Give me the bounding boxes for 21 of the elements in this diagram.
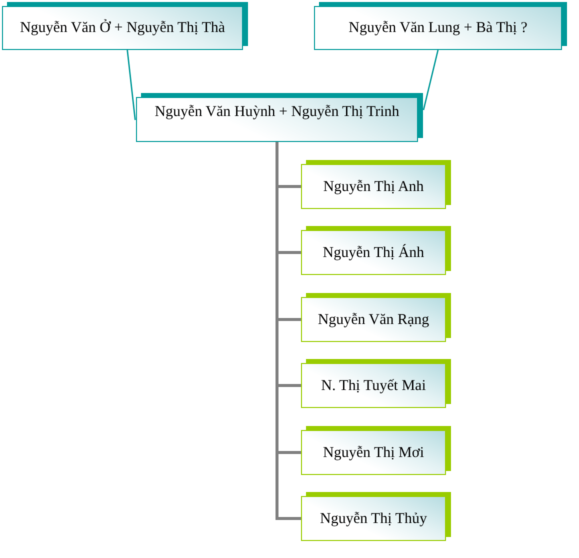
- person-name: Nguyễn Thị Mơi: [323, 444, 424, 462]
- person-card: [314, 2, 567, 50]
- connector-line: [276, 142, 301, 520]
- person-name: N. Thị Tuyết Mai: [321, 376, 426, 394]
- connector-line: [422, 50, 439, 110]
- person-card: [301, 160, 451, 209]
- person-card: [301, 293, 451, 342]
- person-card: [136, 93, 423, 142]
- person-card: [2, 2, 248, 50]
- person-name: Nguyễn Văn Ở + Nguyễn Thị Thà: [20, 19, 226, 37]
- person-card: [301, 226, 451, 275]
- person-name: Nguyễn Thị Thủy: [320, 510, 427, 528]
- person-card: [301, 426, 451, 475]
- person-card: [301, 492, 451, 541]
- person-name: Nguyễn Văn Huỳnh + Nguyễn Thị Trinh: [154, 103, 400, 121]
- connector-line: [126, 50, 136, 120]
- person-name: Nguyễn Văn Rạng: [318, 310, 430, 328]
- person-name: Nguyễn Thị Ánh: [322, 244, 424, 262]
- person-name: Nguyễn Văn Lung + Bà Thị ?: [348, 19, 528, 37]
- person-name: Nguyễn Thị Anh: [323, 178, 424, 196]
- person-card: [301, 359, 451, 408]
